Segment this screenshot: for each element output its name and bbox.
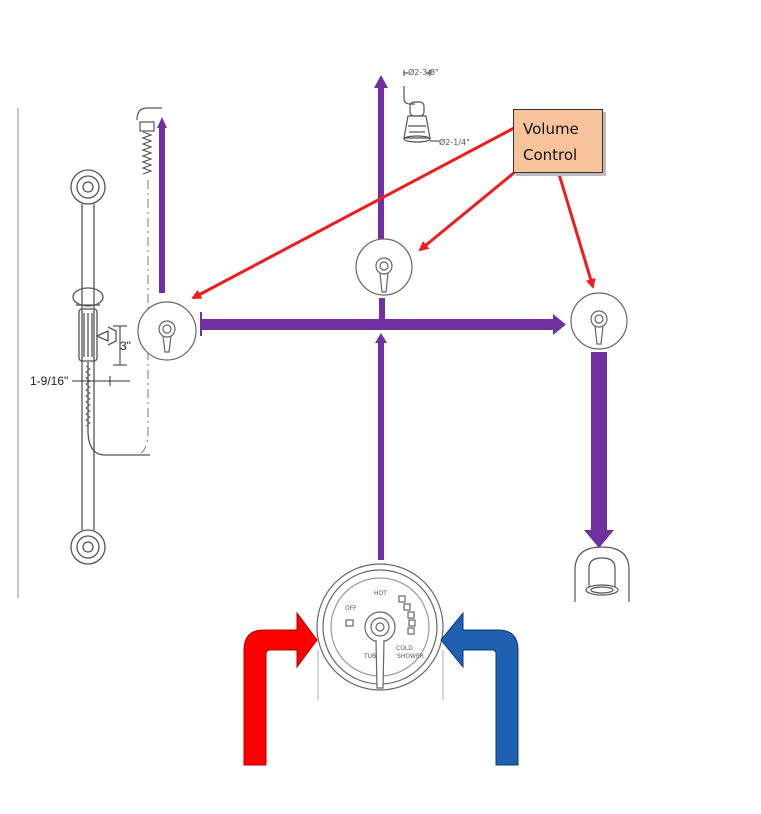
volume-valve-right xyxy=(570,292,628,350)
hot-supply-arrow xyxy=(243,611,318,766)
valve-label-cold: COLD xyxy=(396,645,413,652)
hose-connector xyxy=(136,107,162,175)
dimension-offset-label: 1-9/16" xyxy=(30,374,68,388)
hose-dashed-route xyxy=(134,180,149,456)
tub-spout xyxy=(574,546,630,602)
volume-valve-left xyxy=(137,301,197,361)
shower-head xyxy=(403,70,440,143)
valve-label-tub: TUB xyxy=(363,653,376,660)
dimension-3in-label: 3" xyxy=(120,339,131,353)
valve-label-off: OFF xyxy=(345,605,357,612)
volume-valve-middle xyxy=(355,238,413,296)
callout-line-1: Volume xyxy=(523,120,579,138)
valve-label-shower: SHOWER xyxy=(397,653,424,660)
cold-supply-arrow xyxy=(440,611,519,766)
callout-arrows xyxy=(191,126,596,300)
slide-bar xyxy=(70,169,150,565)
showerhead-top-dia: Ø2-3/8" xyxy=(408,67,439,77)
showerhead-face-dia: Ø2-1/4" xyxy=(439,137,470,147)
main-valve xyxy=(316,563,444,700)
flow-lines xyxy=(157,75,614,560)
callout-line-2: Control xyxy=(523,146,578,164)
dimension-offset xyxy=(72,376,130,386)
volume-control-callout: Volume Control xyxy=(513,109,603,173)
dimension-3in xyxy=(113,325,127,366)
hose-coil xyxy=(85,365,91,427)
valve-label-hot: HOT xyxy=(374,590,387,597)
